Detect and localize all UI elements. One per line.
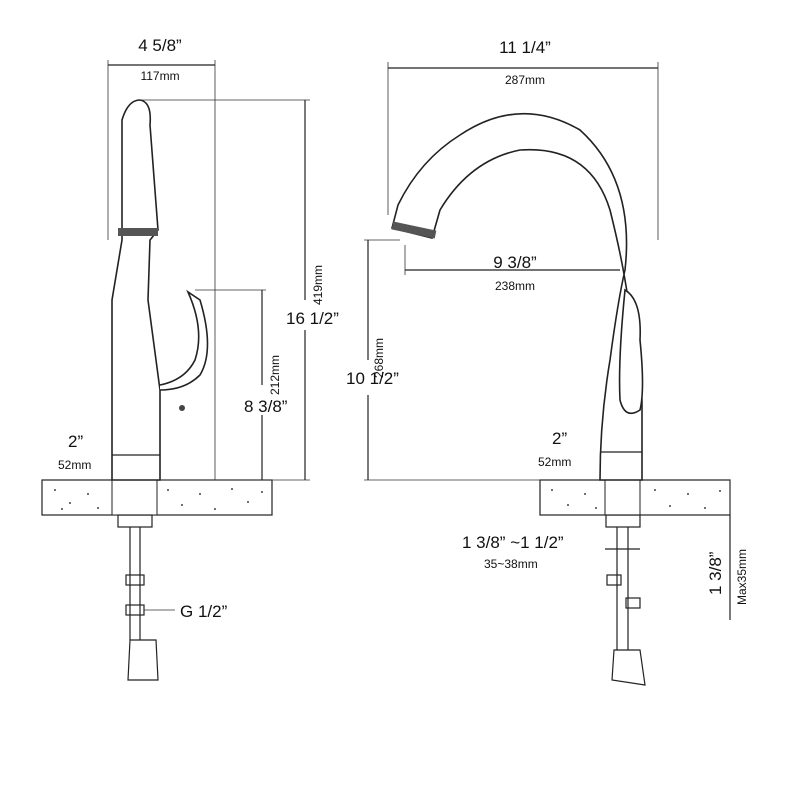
- left-faucet-view: [41, 60, 310, 681]
- right-base-mm: 52mm: [538, 455, 571, 469]
- right-base-inch: 2”: [552, 429, 567, 448]
- left-width-mm: 117mm: [140, 69, 179, 83]
- right-faucet-spout: [391, 112, 643, 481]
- right-total-reach-mm: 287mm: [505, 73, 545, 87]
- left-handle-height-inch: 8 3/8”: [244, 397, 288, 416]
- right-reach-inch: 9 3/8”: [493, 253, 537, 272]
- left-height-inch: 16 1/2”: [286, 309, 339, 328]
- deck-thickness-mm: Max35mm: [735, 549, 749, 605]
- right-faucet-view: [364, 62, 731, 686]
- right-handle: [618, 288, 644, 415]
- left-faucet-body: [111, 99, 161, 481]
- left-height-mm: 419mm: [311, 265, 325, 305]
- left-handle-height-mm: 212mm: [268, 355, 282, 395]
- right-spout-height-inch: 10 1/2”: [346, 369, 399, 388]
- right-reach-mm: 238mm: [495, 279, 535, 293]
- hole-size-inch: 1 3/8” ~1 1/2”: [462, 533, 564, 552]
- deck-thickness-inch: 1 3/8”: [706, 551, 725, 595]
- right-total-reach-inch: 11 1/4”: [499, 38, 551, 57]
- right-spout-height-mm: 268mm: [372, 338, 386, 378]
- left-base-inch: 2”: [68, 432, 83, 451]
- left-base-mm: 52mm: [58, 458, 91, 472]
- left-handle: [159, 289, 209, 391]
- thread-size: G 1/2”: [180, 602, 228, 621]
- left-width-inch: 4 5/8”: [138, 36, 182, 55]
- hole-size-mm: 35~38mm: [484, 557, 538, 571]
